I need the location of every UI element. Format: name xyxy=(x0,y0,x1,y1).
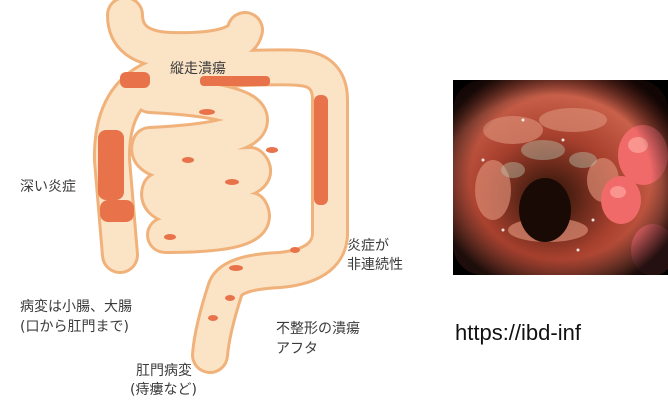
label-discontinuous-line2: 非連続性 xyxy=(347,256,403,274)
label-longitudinal-ulcer: 縦走潰瘍 xyxy=(170,60,226,78)
label-anal-lesion-line1: 肛門病変 xyxy=(136,362,192,380)
label-anal-lesion-line2: (痔瘻など) xyxy=(130,381,197,399)
label-irregular-ulcer-line1: 不整形の潰瘍 xyxy=(276,320,360,338)
source-url: https://ibd-inf xyxy=(455,320,581,346)
label-lesion-site-line1: 病変は小腸、大腸 xyxy=(20,298,132,316)
label-irregular-ulcer-line2: アフタ xyxy=(276,340,318,358)
endoscopy-photo xyxy=(453,80,668,275)
label-discontinuous-line1: 炎症が xyxy=(347,237,389,255)
label-deep-inflammation: 深い炎症 xyxy=(20,178,76,196)
label-lesion-site-line2: (口から肛門まで) xyxy=(20,318,129,336)
